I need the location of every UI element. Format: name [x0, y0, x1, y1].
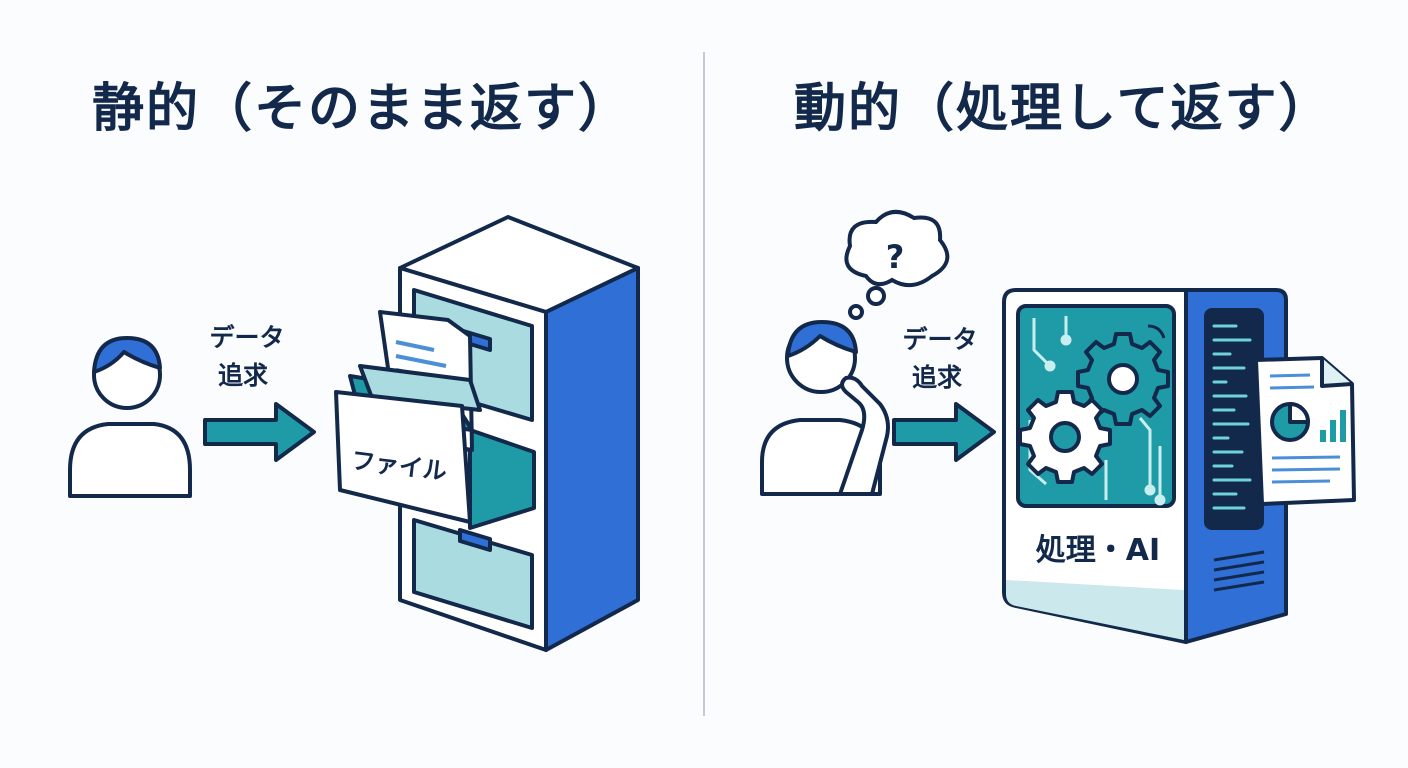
gear-icon	[1076, 332, 1170, 426]
folder-icon	[334, 390, 472, 524]
static-request-label-line2: 追求	[218, 361, 268, 390]
machine-label: 処理・AI	[1036, 533, 1160, 568]
dynamic-request-arrow	[892, 402, 996, 462]
panel-divider	[703, 52, 705, 716]
question-mark-icon: ?	[886, 238, 905, 276]
open-drawer	[334, 310, 536, 530]
static-request-label-line1: データ	[209, 323, 284, 352]
static-title: 静的（そのまま返す）	[92, 79, 633, 139]
gear-icon	[1018, 390, 1112, 484]
static-request-arrow	[203, 402, 316, 462]
dynamic-title: 動的（処理して返す）	[794, 79, 1333, 139]
dynamic-request-label-line2: 追求	[912, 363, 962, 392]
report-document-icon	[1254, 356, 1356, 506]
thought-bubble	[844, 210, 950, 320]
dynamic-request-label-line1: データ	[902, 325, 977, 354]
user-icon-static	[68, 336, 192, 498]
user-icon-thinking	[760, 320, 890, 496]
file-cabinet	[398, 215, 640, 652]
code-lines	[1212, 324, 1252, 510]
